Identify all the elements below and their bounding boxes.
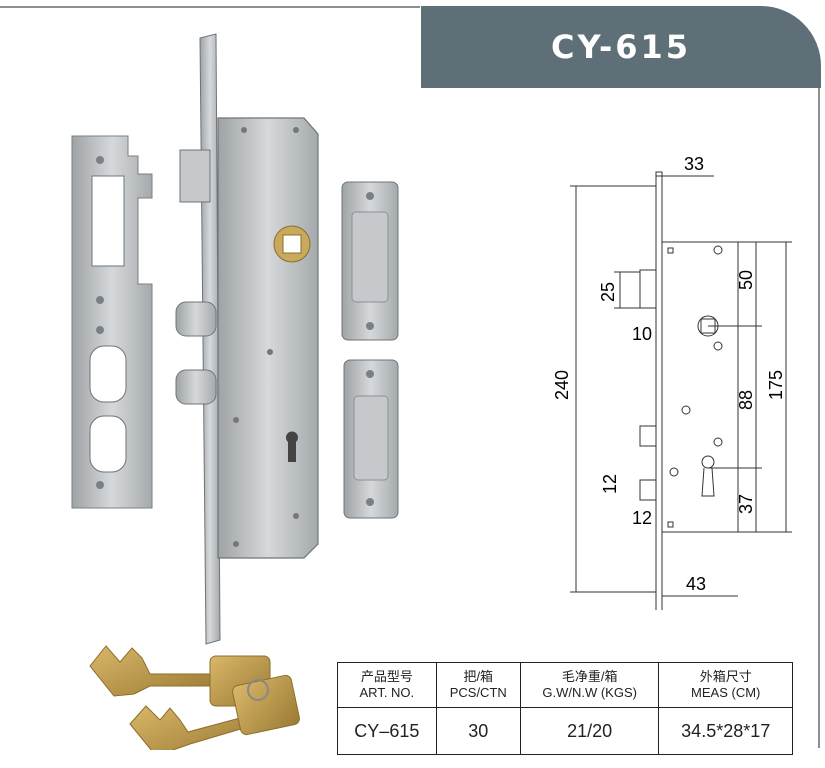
dim-37: 37 (736, 494, 756, 514)
strike-plate-small-bottom (343, 359, 399, 519)
title-banner: CY-615 (421, 6, 821, 88)
technical-drawing: 33 43 240 175 25 10 12 12 50 88 37 (552, 154, 792, 610)
strike-plate (71, 135, 153, 509)
dim-88: 88 (736, 390, 756, 410)
keys-image (89, 645, 300, 750)
cell-pcs-ctn: 30 (435, 707, 521, 755)
lock-photo (71, 33, 399, 750)
dim-175: 175 (766, 370, 786, 400)
frame-line-right (818, 80, 820, 748)
table-row: CY–615 30 21/20 34.5*28*17 (337, 707, 793, 755)
dim-240: 240 (552, 370, 572, 400)
frame-line-top (0, 6, 420, 8)
dim-33: 33 (684, 154, 704, 174)
dim-10: 10 (632, 324, 652, 344)
strike-plate-small-top (341, 181, 399, 341)
dim-25: 25 (598, 282, 618, 302)
cell-art-no: CY–615 (337, 707, 437, 755)
dim-12-b: 12 (632, 508, 652, 528)
lock-faceplate (199, 33, 221, 645)
lock-body (217, 117, 319, 559)
cell-meas: 34.5*28*17 (658, 707, 793, 755)
dim-43: 43 (686, 574, 706, 594)
dim-12-a: 12 (600, 474, 620, 494)
cell-weight: 21/20 (519, 707, 660, 755)
product-title: CY-615 (550, 28, 692, 66)
dim-50: 50 (736, 270, 756, 290)
